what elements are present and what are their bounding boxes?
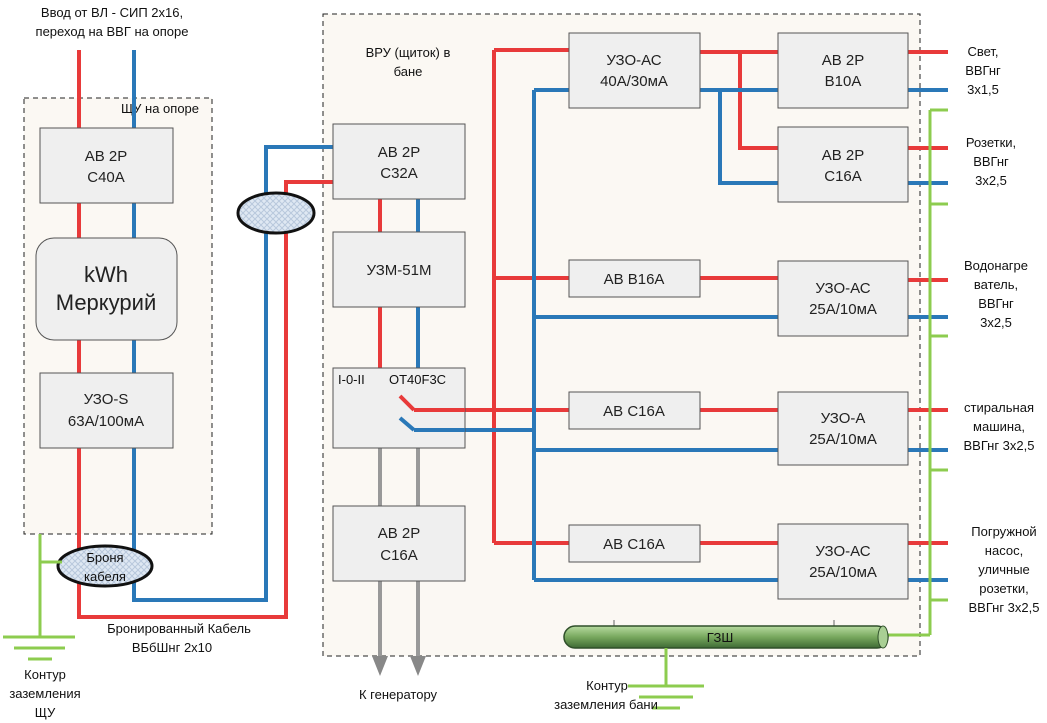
bath-main-breaker-c32a [332, 123, 466, 200]
armor-label1: Броня [86, 550, 123, 565]
out-sockets-l2: ВВГнг [973, 154, 1009, 169]
washer-breaker-c16a [568, 391, 701, 430]
out-pump-l5: ВВГнг 3х2,5 [969, 600, 1040, 615]
light-breaker-label1: АВ 2Р [822, 52, 865, 69]
gen-breaker-label2: С16А [380, 547, 418, 564]
pump-rcd-25a [777, 523, 909, 600]
washer-breaker-label: АВ С16А [603, 403, 665, 420]
main-rcd-label2: 40А/30мА [600, 73, 668, 90]
meter-label1: kWh [84, 262, 128, 287]
washer-rcd-label2: 25А/10мА [809, 431, 877, 448]
socket-breaker-c16a [777, 126, 909, 203]
washer-rcd-label1: УЗО-А [821, 410, 866, 427]
pump-rcd-label1: УЗО-АС [815, 543, 870, 560]
heater-rcd-label1: УЗО-АС [815, 280, 870, 297]
socket-breaker-label2: С16А [824, 168, 862, 185]
ground-bus-bar-end [877, 625, 889, 649]
switch-contact [398, 416, 416, 432]
energy-meter [35, 237, 178, 341]
heater-rcd-25a [777, 260, 909, 337]
input-label-line1: Ввод от ВЛ - СИП 2х16, [41, 5, 183, 20]
socket-breaker-label1: АВ 2Р [822, 147, 865, 164]
bath-main-breaker-label2: С32А [380, 165, 418, 182]
pole-rcd-label2: 63А/100мА [68, 413, 144, 430]
pole-ground-label3: ЩУ [35, 705, 56, 720]
generator-breaker-c16a [332, 505, 466, 582]
out-sockets-l1: Розетки, [966, 135, 1016, 150]
bath-ground-label1: Контур [586, 678, 628, 693]
out-light-l1: Свет, [967, 44, 998, 59]
pole-panel-title: ЩУ на опоре [121, 101, 199, 116]
pole-breaker-c40a [39, 127, 174, 204]
pole-breaker-label1: АВ 2Р [85, 148, 128, 165]
out-heater-l1: Водонагре [964, 258, 1028, 273]
out-heater-l2: ватель, [974, 277, 1018, 292]
out-heater-l3: ВВГнг [978, 296, 1014, 311]
armor-oval-bottom [56, 544, 154, 588]
pole-ground-label1: Контур [24, 667, 66, 682]
pole-rcd-label1: УЗО-S [84, 391, 129, 408]
pole-ground-label2: заземления [9, 686, 80, 701]
input-label-line2: переход на ВВГ на опоре [36, 24, 189, 39]
out-heater-l4: 3х2,5 [980, 315, 1012, 330]
gzsh-label: ГЗШ [707, 630, 734, 645]
light-breaker-label2: В10А [825, 73, 862, 90]
meter-label2: Меркурий [56, 290, 156, 315]
light-breaker-b10a [777, 32, 909, 109]
generator-arrow [410, 656, 426, 676]
out-light-l3: 3х1,5 [967, 82, 999, 97]
switch-label2: OT40F3C [389, 372, 446, 387]
gen-breaker-label1: АВ 2Р [378, 525, 421, 542]
out-light-l2: ВВГнг [965, 63, 1001, 78]
pole-breaker-label2: С40А [87, 169, 125, 186]
cable-label1: Бронированный Кабель [107, 621, 251, 636]
main-rcd-ac-40a [568, 32, 701, 109]
heater-breaker-label: АВ В16А [604, 271, 665, 288]
out-sockets-l3: 3х2,5 [975, 173, 1007, 188]
uzm-label: УЗМ-51М [367, 262, 432, 279]
out-pump-l2: насос, [985, 543, 1023, 558]
out-washer-l3: ВВГнг 3х2,5 [964, 438, 1035, 453]
pump-rcd-label2: 25А/10мА [809, 564, 877, 581]
generator-arrow [372, 656, 388, 676]
heater-rcd-label2: 25А/10мА [809, 301, 877, 318]
pole-rcd-s [39, 372, 174, 449]
cable-label2: ВБбШнг 2х10 [132, 640, 212, 655]
bath-panel-title2: бане [394, 64, 423, 79]
heater-breaker-b16a [568, 259, 701, 298]
out-pump-l3: уличные [978, 562, 1030, 577]
out-pump-l1: Погружной [971, 524, 1036, 539]
bath-main-breaker-label1: АВ 2Р [378, 144, 421, 161]
voltage-relay-uzm51m [332, 231, 466, 308]
generator-label: К генератору [359, 687, 438, 702]
bath-panel-title1: ВРУ (щиток) в [366, 45, 451, 60]
pump-breaker-c16a [568, 524, 701, 563]
switch-contact [398, 394, 416, 412]
armor-label2: кабеля [84, 569, 126, 584]
pump-breaker-label: АВ С16А [603, 536, 665, 553]
switch-label1: I-0-II [338, 372, 365, 387]
bath-ground-label2: заземления бани [554, 697, 658, 712]
armor-oval-top [236, 191, 316, 235]
out-pump-l4: розетки, [979, 581, 1028, 596]
washer-rcd-a-25a [777, 391, 909, 466]
out-washer-l1: стиральная [964, 400, 1034, 415]
main-rcd-label1: УЗО-АС [606, 52, 661, 69]
out-washer-l2: машина, [973, 419, 1025, 434]
